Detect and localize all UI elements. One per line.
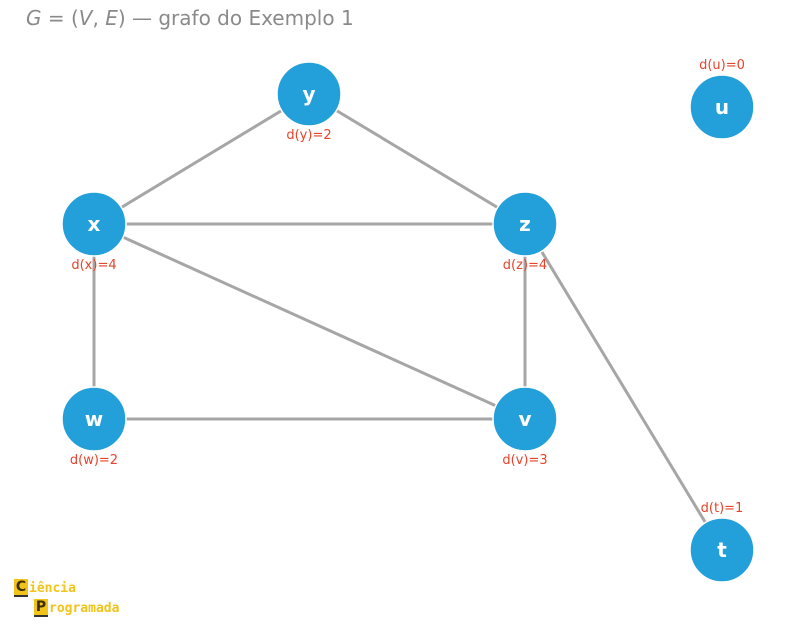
logo-letter-p: P — [34, 599, 48, 617]
edge-y-z — [307, 92, 527, 226]
title-math-close: ) — [117, 6, 126, 30]
title-math-g: G — [26, 6, 42, 30]
node-circle-t — [689, 517, 755, 583]
node-circle-x — [61, 191, 127, 257]
node-circle-y — [276, 61, 342, 127]
node-circle-v — [492, 386, 558, 452]
title-math-eq: = ( — [41, 6, 79, 30]
title-math-comma: , — [92, 6, 106, 30]
degree-label-u: d(u)=0 — [699, 58, 745, 73]
node-z: z d(z)=4 — [492, 191, 558, 273]
edge-x-v — [92, 222, 527, 421]
node-label-v: v — [518, 407, 531, 431]
edge-x-y — [92, 92, 311, 226]
title-math-e: E — [105, 6, 118, 30]
title-text: — grafo do Exemplo 1 — [125, 6, 354, 30]
degree-label-y: d(y)=2 — [286, 128, 331, 143]
edge-z-t — [523, 222, 724, 552]
node-y: y d(y)=2 — [276, 61, 342, 143]
logo-text-2: rogramada — [49, 600, 120, 616]
degree-label-v: d(v)=3 — [502, 453, 547, 468]
node-circle-z — [492, 191, 558, 257]
degree-label-z: d(z)=4 — [503, 258, 547, 273]
logo-letter-c: C — [14, 579, 28, 597]
nodes-group: y d(y)=2 u d(u)=0 x d(x)=4 z d(z)=4 w d(w)=2 v d(v)… — [61, 58, 755, 583]
node-circle-w — [61, 386, 127, 452]
degree-label-x: d(x)=4 — [71, 258, 116, 273]
node-label-x: x — [88, 212, 101, 236]
node-label-y: y — [302, 82, 315, 106]
logo-text-1: iência — [29, 580, 76, 596]
title-math-v: V — [78, 6, 93, 30]
edges-group — [92, 92, 724, 552]
node-label-w: w — [85, 407, 103, 431]
degree-label-w: d(w)=2 — [70, 453, 118, 468]
node-label-t: t — [717, 538, 727, 562]
node-circle-u — [689, 74, 755, 140]
node-label-u: u — [715, 95, 729, 119]
node-w: w d(w)=2 — [61, 386, 127, 468]
node-v: v d(v)=3 — [492, 386, 558, 468]
node-label-z: z — [519, 212, 531, 236]
node-u: u d(u)=0 — [689, 58, 755, 140]
degree-label-t: d(t)=1 — [701, 501, 744, 516]
graph-title: G = (V, E) — grafo do Exemplo 1 — [26, 6, 354, 30]
node-t: t d(t)=1 — [689, 501, 755, 583]
node-x: x d(x)=4 — [61, 191, 127, 273]
